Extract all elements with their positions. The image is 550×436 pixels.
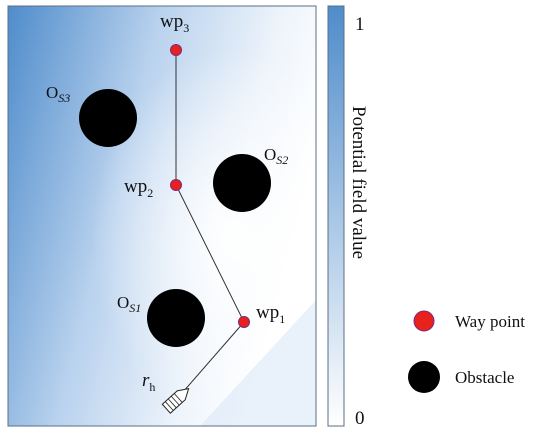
- ship-label: rh: [142, 370, 155, 394]
- waypoint-marker-3: [170, 44, 182, 56]
- colorbar: 1 0 Potential field value: [327, 5, 369, 429]
- obstacle-label-s1: OS1: [117, 293, 141, 315]
- obstacle-circle-s1: [147, 289, 205, 347]
- legend: Way point Obstacle: [408, 310, 525, 393]
- ship-icon: [161, 387, 190, 414]
- legend-obstacle-label: Obstacle: [455, 368, 514, 387]
- colorbar-min-label: 0: [355, 408, 365, 429]
- field-border: [7, 5, 317, 427]
- colorbar-title: Potential field value: [348, 106, 369, 259]
- field-wedge: [200, 300, 316, 426]
- obstacle-label-s3: OS3: [46, 83, 70, 105]
- obstacle-circle-s3: [79, 89, 137, 147]
- legend-obstacle-swatch: [408, 361, 440, 393]
- waypoint-marker-2: [170, 179, 182, 191]
- legend-waypoint-label: Way point: [455, 312, 525, 331]
- waypoint-label-3: wp3: [160, 11, 189, 35]
- waypoint-marker-1: [238, 316, 250, 328]
- waypoint-label-1: wp1: [256, 302, 285, 326]
- path-line: [175, 50, 245, 401]
- obstacle-circle-s2: [213, 154, 271, 212]
- colorbar-max-label: 1: [355, 14, 365, 35]
- waypoint-label-2: wp2: [124, 176, 153, 200]
- colorbar-gradient: [327, 5, 345, 427]
- potential-field-panel: [7, 5, 317, 427]
- legend-waypoint-swatch: [413, 310, 435, 332]
- obstacle-label-s2: OS2: [264, 145, 288, 167]
